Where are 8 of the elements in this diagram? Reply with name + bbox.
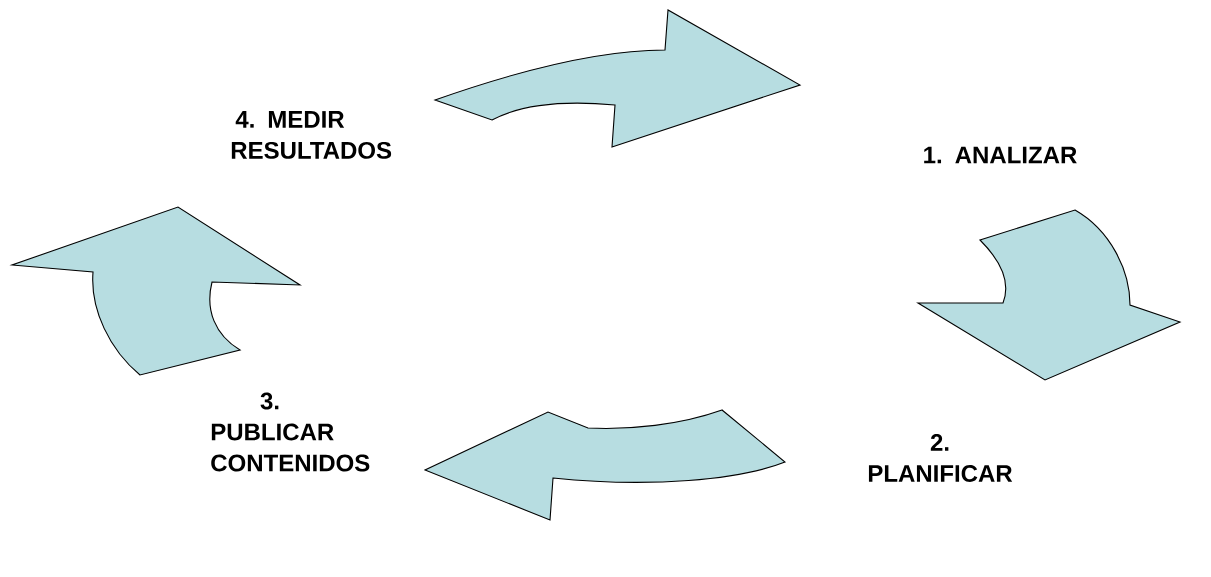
step-label: 3. PUBLICAR CONTENIDOS — [211, 392, 370, 472]
step-label: 2. PLANIFICAR — [868, 434, 1013, 482]
block-arrow — [917, 209, 1181, 381]
step-label: 4. MEDIR RESULTADOS — [231, 111, 392, 159]
block-arrow — [434, 9, 801, 148]
block-arrow — [424, 409, 786, 521]
block-arrow — [11, 206, 301, 376]
step-label: 1. ANALIZAR — [924, 146, 1077, 164]
